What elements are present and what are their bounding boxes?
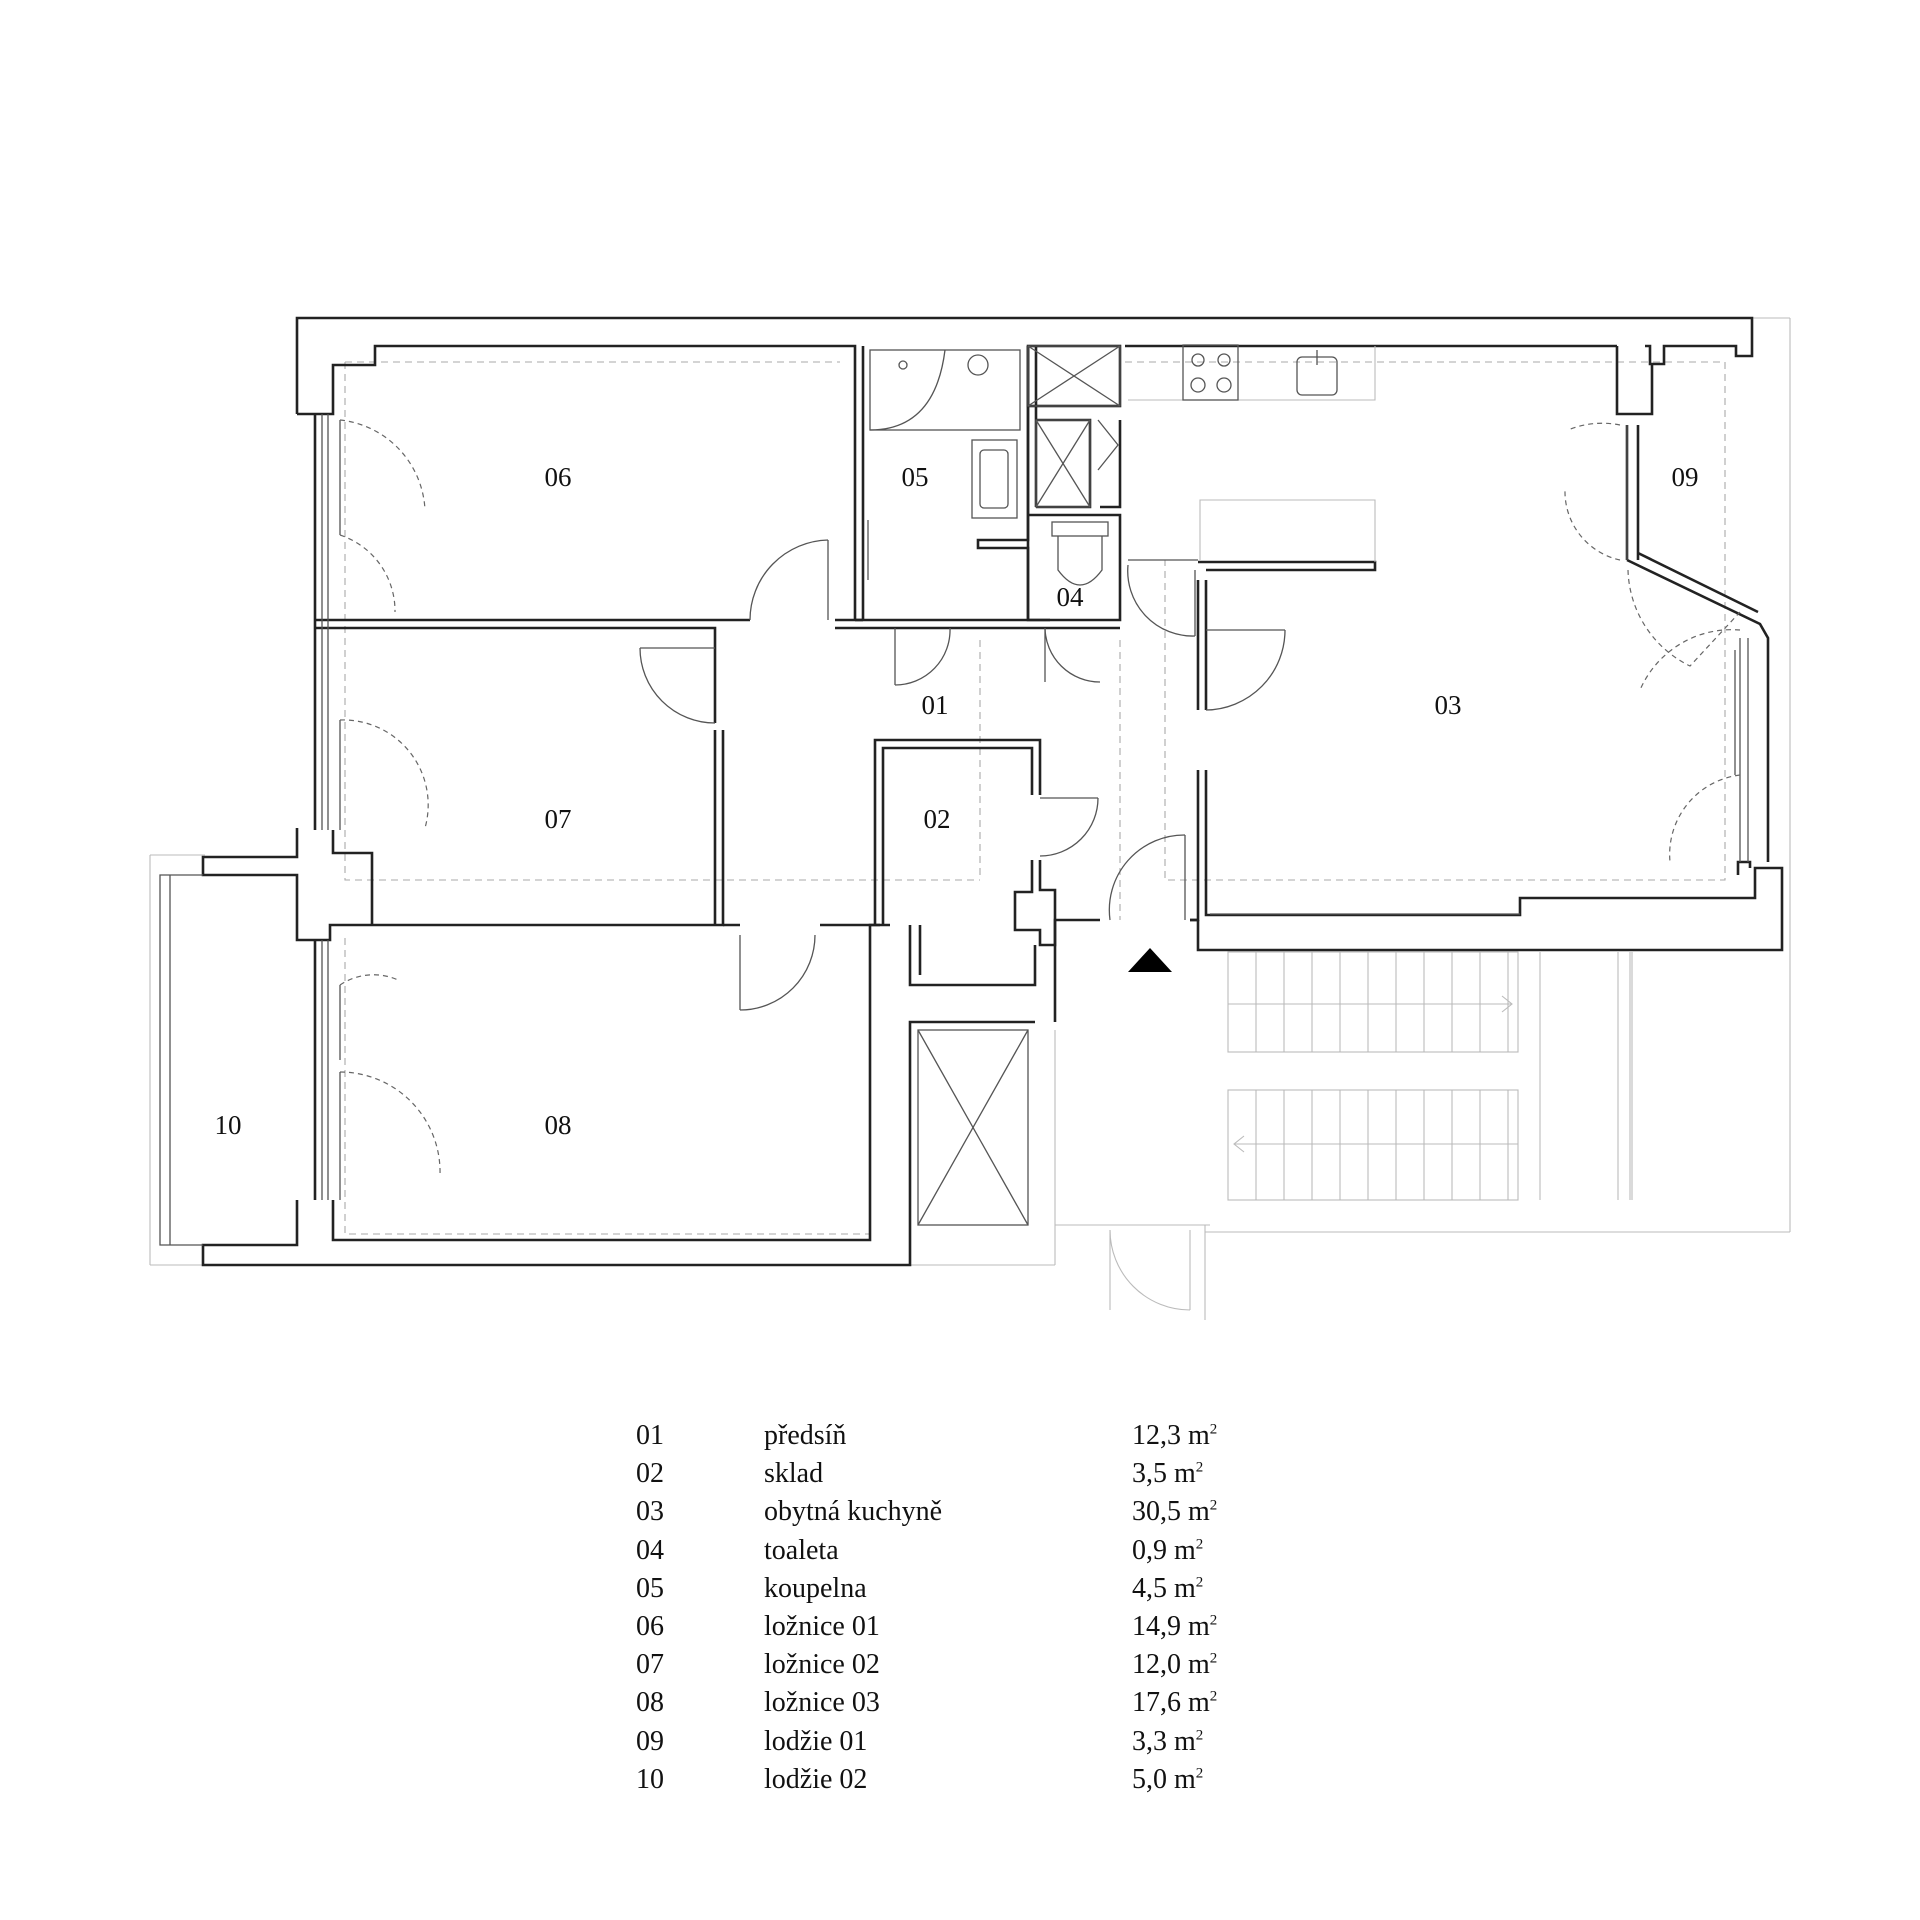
staircase bbox=[1227, 951, 1633, 1201]
entrance-arrow-icon bbox=[1128, 948, 1172, 972]
legend-area-value: 12,3 m bbox=[1132, 1420, 1210, 1451]
legend-area-value: 4,5 m bbox=[1132, 1572, 1196, 1604]
legend-row: 08 ložnice 03 17,6 m2 bbox=[636, 1687, 1336, 1725]
legend-room-area: 12,3 m2 bbox=[1132, 1420, 1217, 1452]
room-label-04: 04 bbox=[1057, 582, 1085, 612]
legend-room-area: 0,9 m2 bbox=[1132, 1535, 1203, 1567]
legend-area-unit-exponent: 2 bbox=[1209, 1688, 1218, 1705]
legend-area-unit-exponent: 2 bbox=[1209, 1498, 1218, 1515]
legend-area-value: 3,5 m bbox=[1132, 1458, 1196, 1490]
legend-area-value: 30,5 m bbox=[1132, 1496, 1210, 1528]
legend-area-value: 0,9 m bbox=[1132, 1534, 1196, 1566]
legend-room-number: 06 bbox=[636, 1610, 664, 1642]
legend-row: 06 ložnice 01 14,9 m2 bbox=[636, 1611, 1336, 1649]
legend-room-area: 3,5 m2 bbox=[1132, 1458, 1203, 1490]
legend-room-name: lodžie 02 bbox=[764, 1763, 868, 1795]
legend-area-value: 12,0 m bbox=[1132, 1649, 1210, 1681]
room-offsets bbox=[344, 361, 1726, 1235]
room-label-05: 05 bbox=[902, 462, 929, 492]
legend-area-value: 5,0 m bbox=[1132, 1763, 1196, 1795]
legend-room-name: lodžie 01 bbox=[764, 1725, 868, 1757]
legend-room-number: 05 bbox=[636, 1572, 664, 1604]
legend-row: 01 předsíň 12,3 m2 bbox=[636, 1420, 1336, 1458]
legend-room-name: předsíň bbox=[764, 1420, 847, 1451]
legend-area-value: 14,9 m bbox=[1132, 1610, 1210, 1642]
legend-room-number: 07 bbox=[636, 1649, 664, 1681]
windows-fixtures bbox=[159, 344, 1749, 1246]
legend-room-name: sklad bbox=[764, 1458, 824, 1490]
legend-room-area: 3,3 m2 bbox=[1132, 1726, 1203, 1758]
legend-room-area: 30,5 m2 bbox=[1132, 1496, 1217, 1528]
legend-area-unit-exponent: 2 bbox=[1195, 1765, 1204, 1782]
legend-area-unit-exponent: 2 bbox=[1209, 1650, 1218, 1667]
walls bbox=[201, 316, 1784, 1267]
room-label-01: 01 bbox=[922, 690, 949, 720]
legend-room-name: ložnice 03 bbox=[764, 1687, 880, 1719]
legend-room-number: 08 bbox=[636, 1687, 664, 1719]
legend-row: 03 obytná kuchyně 30,5 m2 bbox=[636, 1496, 1336, 1534]
legend-room-area: 4,5 m2 bbox=[1132, 1573, 1203, 1605]
legend-row: 04 toaleta 0,9 m2 bbox=[636, 1535, 1336, 1573]
legend-row: 02 sklad 3,5 m2 bbox=[636, 1458, 1336, 1496]
context-lines bbox=[149, 317, 1791, 1320]
legend-room-number: 01 bbox=[636, 1420, 664, 1451]
legend-room-name: toaleta bbox=[764, 1534, 839, 1566]
room-label-09: 09 bbox=[1672, 462, 1699, 492]
legend-room-name: ložnice 01 bbox=[764, 1610, 880, 1642]
room-label-02: 02 bbox=[924, 804, 951, 834]
legend-row: 07 ložnice 02 12,0 m2 bbox=[636, 1649, 1336, 1687]
legend-area-unit-exponent: 2 bbox=[1195, 1727, 1204, 1744]
legend-room-number: 10 bbox=[636, 1763, 664, 1795]
legend-row: 09 lodžie 01 3,3 m2 bbox=[636, 1726, 1336, 1764]
legend-area-value: 17,6 m bbox=[1132, 1687, 1210, 1719]
legend-area-unit-exponent: 2 bbox=[1195, 1574, 1204, 1591]
legend-room-name: koupelna bbox=[764, 1572, 867, 1604]
legend-room-number: 09 bbox=[636, 1725, 664, 1757]
legend-room-area: 12,0 m2 bbox=[1132, 1649, 1217, 1681]
room-label-08: 08 bbox=[545, 1110, 572, 1140]
legend-row: 05 koupelna 4,5 m2 bbox=[636, 1573, 1336, 1611]
legend-row: 10 lodžie 02 5,0 m2 bbox=[636, 1764, 1336, 1802]
doors bbox=[339, 419, 1741, 1311]
room-labels: 01 02 03 04 05 06 07 08 09 10 bbox=[215, 462, 1699, 1140]
legend-area-unit-exponent: 2 bbox=[1209, 1421, 1218, 1438]
room-label-06: 06 bbox=[545, 462, 572, 492]
room-label-07: 07 bbox=[545, 804, 572, 834]
legend-room-number: 04 bbox=[636, 1534, 664, 1566]
legend-area-unit-exponent: 2 bbox=[1195, 1459, 1204, 1476]
room-label-10: 10 bbox=[215, 1110, 242, 1140]
legend-room-area: 17,6 m2 bbox=[1132, 1687, 1217, 1719]
legend-room-name: obytná kuchyně bbox=[764, 1496, 943, 1528]
room-label-03: 03 bbox=[1435, 690, 1462, 720]
legend-area-unit-exponent: 2 bbox=[1195, 1536, 1204, 1553]
legend-room-name: ložnice 02 bbox=[764, 1649, 880, 1681]
legend-area-unit-exponent: 2 bbox=[1209, 1612, 1218, 1629]
legend-room-area: 5,0 m2 bbox=[1132, 1764, 1203, 1796]
legend-room-number: 02 bbox=[636, 1458, 664, 1490]
legend-area-value: 3,3 m bbox=[1132, 1725, 1196, 1757]
legend-room-number: 03 bbox=[636, 1496, 664, 1528]
legend-room-area: 14,9 m2 bbox=[1132, 1611, 1217, 1643]
